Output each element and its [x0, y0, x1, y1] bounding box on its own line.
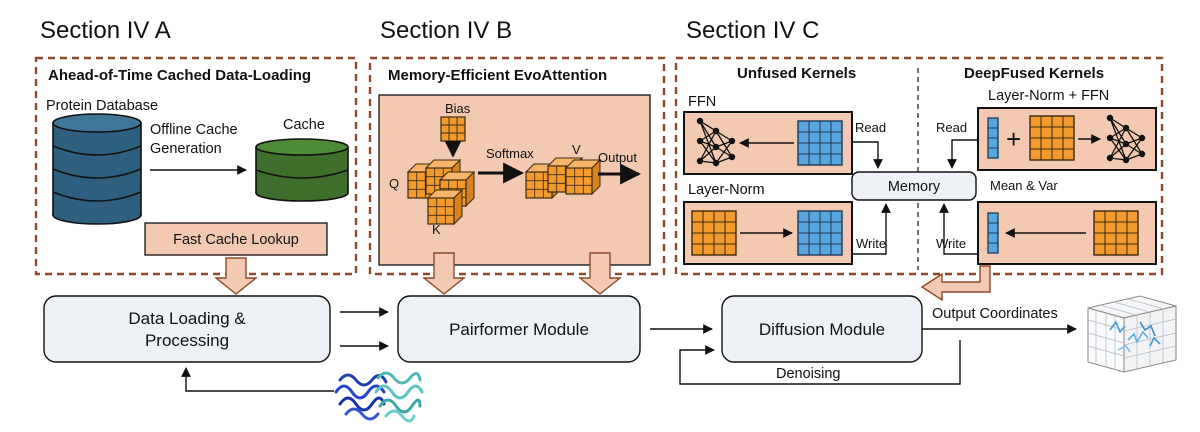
- bias-label: Bias: [445, 101, 471, 116]
- write-arrow-unfused: [852, 203, 891, 255]
- denoising-label: Denoising: [776, 366, 841, 382]
- mean-var-label: Mean & Var: [990, 178, 1058, 193]
- section-c-heading: Section IV C: [686, 17, 819, 44]
- read-label-fused: Read: [936, 120, 967, 135]
- bias-tile: [440, 116, 466, 142]
- protein-feedback-arrow: [181, 367, 334, 392]
- fused-vector-top: [987, 117, 999, 159]
- block-arrow-c: [920, 265, 991, 302]
- fast-cache-lookup-label: Fast Cache Lookup: [173, 232, 299, 248]
- section-b-heading: Section IV B: [380, 17, 512, 44]
- k-label: K: [432, 222, 441, 237]
- layernorm-ffn-label: Layer-Norm + FFN: [988, 88, 1109, 104]
- read-arrow-unfused: [852, 141, 883, 169]
- write-label-fused: Write: [936, 236, 966, 251]
- memory-label: Memory: [888, 179, 941, 195]
- output-coordinates-label: Output Coordinates: [932, 306, 1058, 322]
- data-loading-label-1: Data Loading &: [128, 309, 246, 328]
- block-arrow-a: [214, 257, 258, 295]
- fused-title: DeepFused Kernels: [964, 65, 1104, 82]
- cache-icon: [255, 138, 349, 202]
- plus-icon: +: [1006, 124, 1021, 154]
- section-c-box: [674, 56, 1164, 276]
- read-arrow-fused: [947, 139, 978, 169]
- database-icon: [52, 113, 142, 225]
- fast-cache-lookup-box: [144, 222, 328, 256]
- fused-vector-bottom: [987, 212, 999, 254]
- unfused-title: Unfused Kernels: [737, 65, 856, 82]
- output-coordinates-cube: [1087, 295, 1177, 373]
- pairformer-module: [397, 295, 641, 363]
- read-label-unfused: Read: [855, 120, 886, 135]
- layernorm-input-grid: [691, 210, 737, 256]
- v-label: V: [572, 142, 581, 157]
- cache-label: Cache: [283, 117, 325, 133]
- block-arrow-b2: [578, 252, 622, 295]
- q-label: Q: [389, 176, 399, 191]
- ffn-label: FFN: [688, 94, 716, 110]
- section-a-heading: Section IV A: [40, 17, 171, 44]
- fused-layernorm-grid: [1093, 210, 1139, 256]
- v-tensor-stack: [525, 157, 601, 199]
- layernorm-label: Layer-Norm: [688, 182, 765, 198]
- offline-cache-label-2: Generation: [150, 141, 222, 157]
- data-loading-label-2: Processing: [145, 331, 229, 350]
- write-arrow-fused: [939, 203, 978, 255]
- output-label: Output: [598, 150, 637, 165]
- diffusion-label: Diffusion Module: [759, 320, 885, 339]
- block-arrow-b1: [422, 252, 466, 295]
- data-loading-module: [43, 295, 331, 363]
- denoising-loop-arrow: [679, 340, 961, 385]
- pairformer-label: Pairformer Module: [449, 320, 589, 339]
- softmax-label: Softmax: [486, 146, 534, 161]
- section-a-box: [34, 56, 358, 276]
- offline-cache-label-1: Offline Cache: [150, 122, 238, 138]
- section-b-box: [368, 56, 666, 276]
- fused-input-grid: [1029, 115, 1075, 161]
- memory-box: [851, 171, 977, 201]
- protein-structure-image: [334, 371, 424, 423]
- section-b-title: Memory-Efficient EvoAttention: [388, 67, 607, 84]
- layernorm-output-grid: [797, 210, 843, 256]
- ffn-input-grid: [797, 120, 843, 166]
- write-label-unfused: Write: [856, 236, 886, 251]
- section-a-title: Ahead-of-Time Cached Data-Loading: [48, 67, 311, 84]
- protein-database-label: Protein Database: [46, 98, 158, 114]
